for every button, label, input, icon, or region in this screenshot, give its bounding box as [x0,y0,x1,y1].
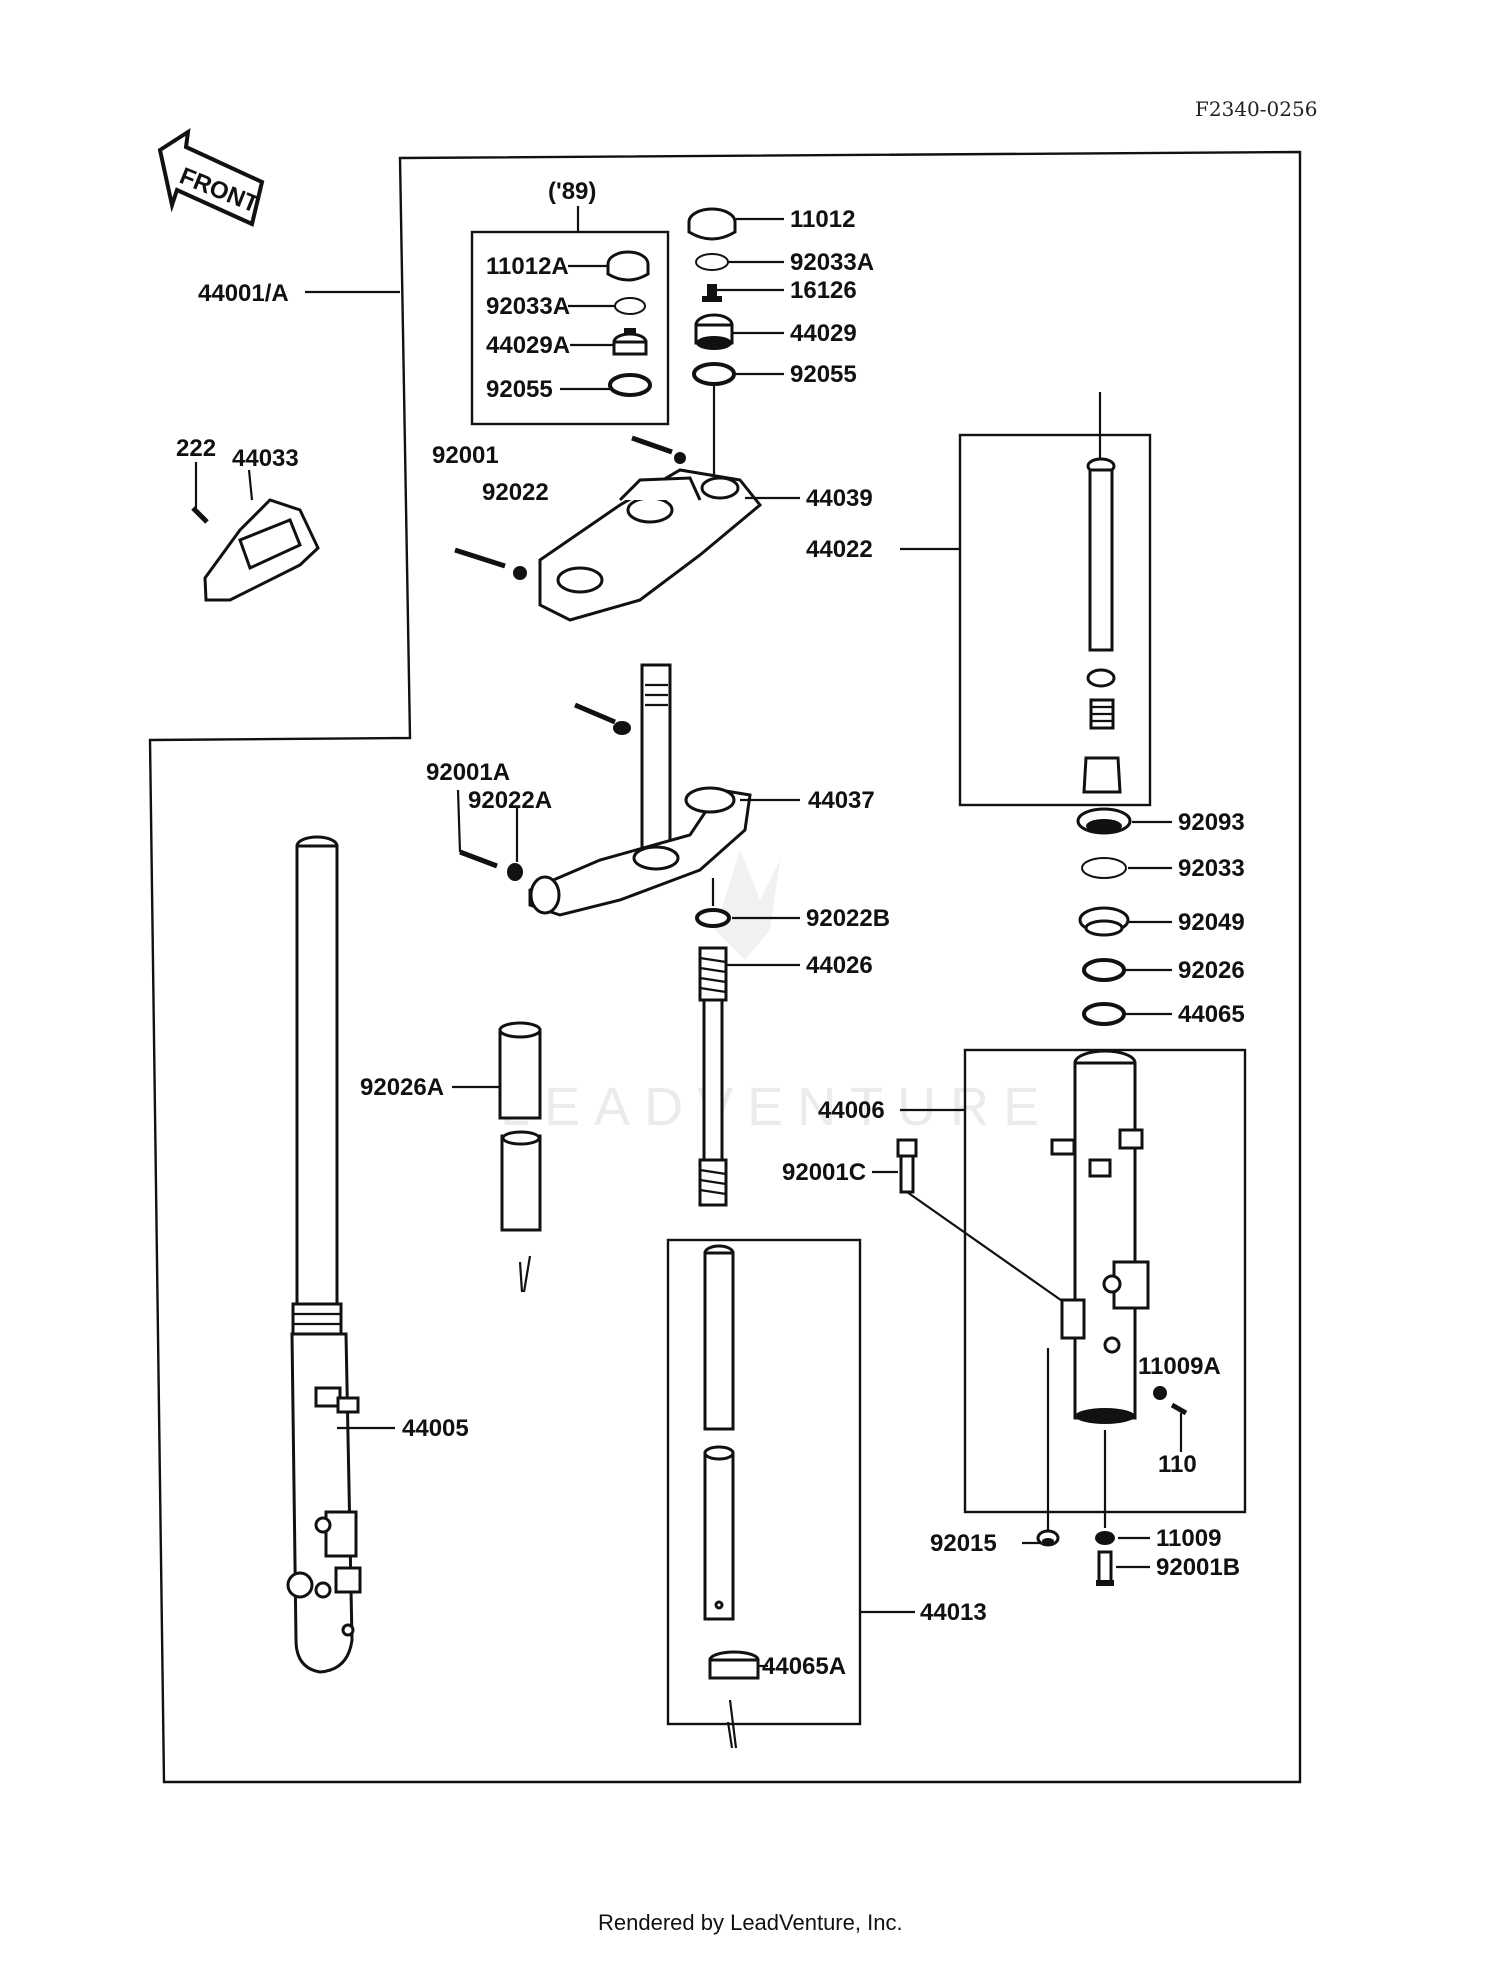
callout-44006: 44006 [818,1097,885,1124]
washer-11009 [1095,1531,1115,1545]
callout-44022: 44022 [806,536,873,563]
bolt-92001B [1096,1550,1114,1586]
bushing-92026A [498,1021,542,1232]
washer-92026 [1082,958,1126,982]
callout-92022B: 92022B [806,905,890,932]
inner-tube-44013 [703,1244,735,1621]
bracket-outer-tube [1060,1298,1086,1340]
callout-92033: 92033 [1178,855,1245,882]
o-ring-92033A [695,253,729,271]
callout-92001: 92001 [432,442,499,469]
callout-110: 110 [1158,1451,1197,1478]
callout-44026: 44026 [806,952,873,979]
spring-inset-box [958,433,1152,807]
leadventure-watermark: LEADVENTURE [500,850,1053,1137]
callout-92033A: 92033A [790,249,874,276]
callout-44033: 44033 [232,445,299,472]
fork-leg-44005 [286,835,362,1674]
callout-44029: 44029 [790,320,857,347]
oil-seal-92093 [1076,807,1132,835]
valve-16126 [702,284,722,302]
callout-92093: 92093 [1178,809,1245,836]
year-note: ('89) [548,178,596,205]
callout-222: 222 [176,435,216,462]
front-arrow-icon: FRONT [157,127,265,227]
fork-spring-44026 [695,878,731,1207]
callout-92001A: 92001A [426,759,510,786]
bolt-cap-44029A [612,328,648,356]
fork-assembly-outline [148,150,1302,1784]
o-ring-92055 [692,362,736,386]
callout-16126: 16126 [790,277,857,304]
callout-44065: 44065 [1178,1001,1245,1028]
callout-11009: 11009 [1156,1525,1221,1552]
steering-stem-44037 [528,663,752,917]
callout-92049: 92049 [1178,909,1245,936]
callout-92055: 92055 [790,361,857,388]
callout-92015: 92015 [930,1530,997,1557]
callout-44065A: 44065A [762,1653,846,1680]
callout-92022A: 92022A [468,787,552,814]
callout-11012A: 11012A [486,253,569,280]
callout-44029A: 44029A [486,332,570,359]
guide-44065 [1082,1002,1126,1026]
upper-bracket-44039 [538,468,763,622]
inner-tube-inset-box [666,1238,862,1726]
callout-92001B: 92001B [1156,1554,1240,1581]
callout-92022: 92022 [482,479,549,506]
bolt-stem-pinch [574,702,631,735]
callout-44037: 44037 [808,787,875,814]
callout-92001C: 92001C [782,1159,866,1186]
guide-44065A [708,1650,760,1680]
screw-110 [1170,1402,1188,1416]
bolt-cap-44029 [694,313,734,350]
callout-92026: 92026 [1178,957,1245,984]
callout-92055-b: 92055 [486,376,553,403]
part-number-labels: 11012 92033A 16126 44029 92055 11012A 92… [176,206,1245,1680]
bolt-top-pinch [631,435,686,464]
callout-44005: 44005 [402,1415,469,1442]
callout-44013: 44013 [920,1599,987,1626]
oil-seal-92049 [1078,906,1130,937]
year-89-inset-box [470,230,670,426]
callout-44039: 44039 [806,485,873,512]
nut-92015 [1036,1529,1060,1547]
bolt-92001-top [454,547,527,580]
callout-11009A: 11009A [1138,1353,1221,1380]
callout-92026A: 92026A [360,1074,444,1101]
footer-credit: Rendered by LeadVenture, Inc. [598,1910,903,1935]
screw-222 [191,506,209,524]
cap-11012 [687,207,737,241]
bolt-92001C [896,1138,918,1194]
damper-rod-44022 [1082,392,1122,794]
circlip-92033 [1081,857,1127,879]
nut-11009A [1153,1386,1167,1400]
callout-11012: 11012 [790,206,855,233]
diagram-code: F2340-0256 [1195,97,1317,121]
svg-text:LEADVENTURE: LEADVENTURE [500,1077,1053,1137]
cap-11012A [606,250,650,282]
o-ring-92055-b [608,373,652,397]
bracket-44033 [203,498,320,602]
o-ring-92033A-b [614,297,646,315]
outer-tube-44006 [1050,1049,1150,1424]
bolt-92001A [459,849,523,881]
callout-44001A: 44001/A [198,280,289,307]
callout-92033A-b: 92033A [486,293,570,320]
leader-lines [337,217,1172,1668]
